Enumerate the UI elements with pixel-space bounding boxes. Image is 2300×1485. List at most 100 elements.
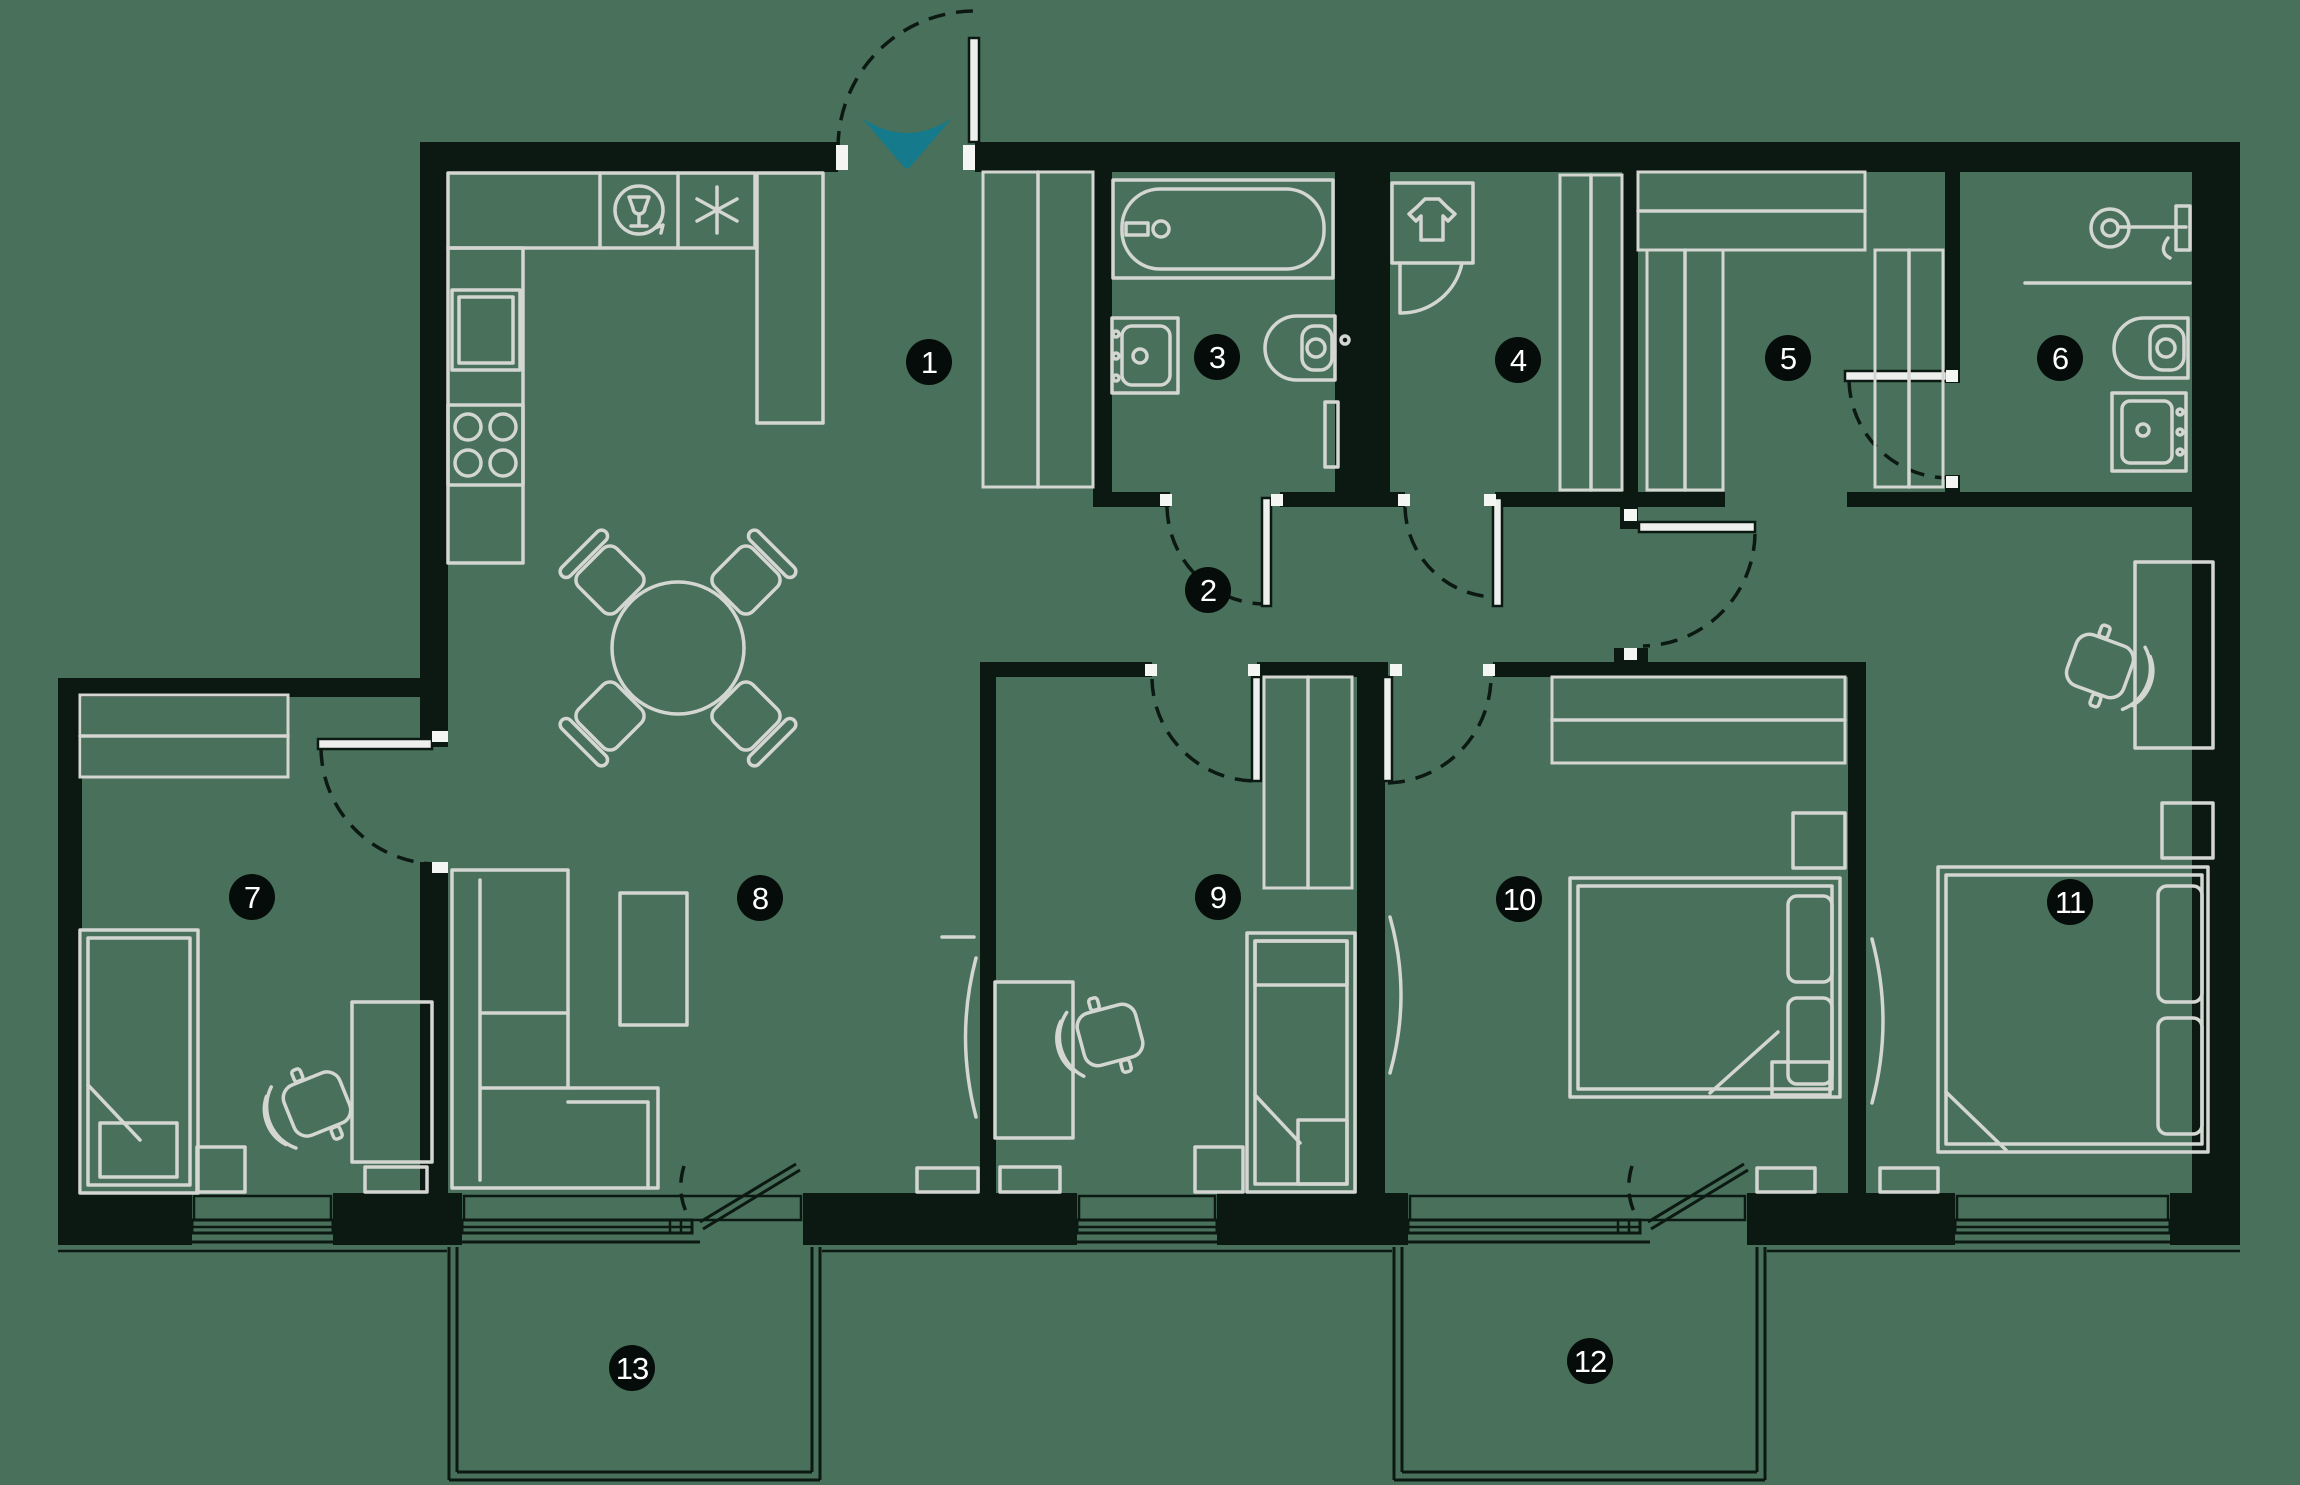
wardrobe-room5-top: [1636, 170, 1867, 252]
room-11: [1870, 560, 2215, 1194]
room-markers: 1 2 3 4 5 6 7 8 9 10 11 12 13: [229, 334, 2093, 1391]
room-marker-13: 13: [609, 1345, 655, 1391]
balconies: [447, 1247, 1767, 1482]
toilet-icon: [1263, 314, 1351, 382]
room-marker-5: 5: [1765, 335, 1811, 381]
dining-table: [610, 580, 746, 716]
svg-text:5: 5: [1780, 341, 1796, 376]
room-marker-2: 2: [1185, 567, 1231, 613]
tv-icon: [963, 956, 978, 1119]
window-room9: [1061, 1194, 1233, 1244]
nightstand: [195, 1145, 247, 1194]
wardrobe-room5-right: [1873, 248, 1945, 489]
svg-text:10: 10: [1503, 882, 1536, 917]
svg-text:1: 1: [921, 345, 937, 380]
desk-chair: [250, 1053, 362, 1163]
room-marker-8: 8: [737, 875, 783, 921]
stove-icon: [446, 403, 525, 487]
door-room3: [1160, 494, 1283, 608]
svg-text:2: 2: [1200, 573, 1216, 608]
room-marker-4: 4: [1495, 337, 1541, 383]
room-marker-11: 11: [2047, 879, 2093, 925]
dining-chair: [555, 673, 653, 771]
hall-wardrobe: [981, 170, 1095, 489]
bed-single-7: [78, 928, 200, 1195]
door-room7: [316, 731, 448, 873]
sink-icon: [1110, 316, 1180, 395]
window-room7: [176, 1194, 349, 1244]
door-room5-6: [1843, 369, 1958, 488]
svg-text:8: 8: [752, 881, 768, 916]
svg-text:13: 13: [616, 1351, 648, 1386]
bed-double-10: [1568, 876, 1842, 1099]
radiator: [1878, 1166, 1940, 1194]
wardrobe-room10: [1550, 675, 1847, 765]
nightstand: [1193, 1145, 1245, 1194]
bathtub-icon: [1111, 178, 1335, 280]
room-marker-3: 3: [1194, 334, 1240, 380]
svg-text:12: 12: [1574, 1344, 1606, 1379]
room-4: [1390, 173, 1624, 492]
kitchen-sink: [450, 288, 522, 372]
desk: [2133, 560, 2215, 750]
wardrobe-room5-left: [1645, 248, 1725, 492]
windows: [58, 1162, 2240, 1253]
tv-icon: [1870, 937, 1885, 1105]
bathroom-3: [1110, 178, 1351, 469]
room-marker-1: 1: [906, 339, 952, 385]
room-marker-9: 9: [1195, 874, 1241, 920]
desk-chair: [2056, 616, 2166, 724]
coffee-table: [618, 891, 689, 1027]
wardrobe-room7: [78, 693, 290, 779]
washing-machine-icon: [1390, 181, 1475, 315]
svg-text:3: 3: [1209, 340, 1225, 375]
dining-chair: [703, 525, 801, 623]
desk-chair: [1046, 986, 1152, 1090]
balcony-13-rail: [447, 1247, 822, 1482]
window-balcony-door-room8: [446, 1162, 803, 1244]
room-9: [993, 675, 1357, 1194]
entry-door: [836, 9, 981, 170]
door-room4: [1398, 494, 1504, 608]
dining-set: [555, 525, 801, 771]
svg-text:7: 7: [244, 880, 260, 915]
freezer-icon: [695, 185, 739, 235]
room-marker-6: 6: [2037, 335, 2083, 381]
walls: [58, 142, 2240, 1245]
radiator: [363, 1165, 429, 1194]
room-5: [1636, 170, 1945, 492]
radiator: [1755, 1166, 1817, 1194]
kitchen: [446, 171, 825, 565]
nightstand: [1791, 811, 1847, 870]
wardrobe-room9: [1262, 675, 1354, 890]
radiator: [915, 1166, 980, 1194]
bathroom-6: [2023, 204, 2192, 473]
dining-chair: [703, 673, 801, 771]
room-7: [78, 693, 434, 1195]
room-marker-7: 7: [229, 874, 275, 920]
svg-text:9: 9: [1210, 880, 1226, 915]
bed-double-11: [1936, 865, 2210, 1154]
svg-text:4: 4: [1510, 343, 1527, 378]
doors: [316, 9, 1958, 873]
entry-arrow-icon: [862, 118, 952, 169]
tv-icon: [1388, 915, 1403, 1075]
room-marker-10: 10: [1496, 876, 1542, 922]
dining-chair: [555, 525, 653, 623]
wardrobe-room4: [1558, 173, 1624, 492]
sofa: [450, 868, 660, 1190]
bed-single-9: [1245, 931, 1357, 1194]
window-balcony-door-room10: [1392, 1162, 1749, 1244]
kitchen-tall-unit: [755, 171, 825, 425]
svg-text:6: 6: [2052, 341, 2068, 376]
dishwasher-icon: [613, 184, 665, 236]
toilet-icon-6: [2112, 316, 2190, 380]
nightstand: [2160, 801, 2215, 860]
basin-icon: [2089, 204, 2192, 260]
shower-tray-icon: [2110, 391, 2188, 473]
living-room: [450, 868, 980, 1194]
desk: [993, 980, 1075, 1140]
balcony-12-rail: [1392, 1247, 1767, 1482]
